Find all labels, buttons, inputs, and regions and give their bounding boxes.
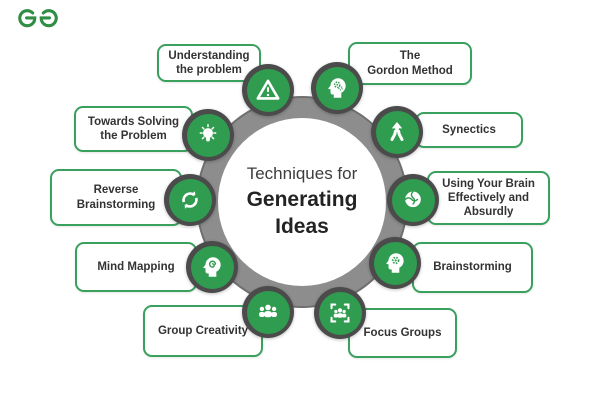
brain-icon: [404, 191, 421, 208]
badge-mind-mapping: [186, 241, 238, 293]
badge-understanding-the-problem: [242, 64, 294, 116]
branching-arrow-icon: [390, 122, 404, 141]
badge-gordon-method: [311, 62, 363, 114]
technique-box-using-your-brain: Using Your Brain Effectively and Absurdl…: [427, 171, 550, 225]
technique-box-towards-solving-the-problem: Towards Solving the Problem: [74, 106, 193, 152]
badge-towards-solving: [182, 109, 234, 161]
technique-label: Towards Solving the Problem: [87, 115, 180, 142]
technique-box-brainstorming: Brainstorming: [412, 242, 533, 293]
technique-box-understanding-the-problem: Understanding the problem: [157, 44, 261, 82]
head-gears-icon: [328, 78, 346, 98]
technique-box-mind-mapping: Mind Mapping: [75, 242, 197, 292]
hub-title: Generating Ideas: [246, 187, 358, 238]
warning-triangle-icon: [256, 79, 280, 100]
geeksforgeeks-logo: [16, 4, 60, 30]
badge-synectics: [371, 106, 423, 158]
technique-box-group-creativity: Group Creativity: [143, 305, 263, 357]
badge-brainstorming: [369, 237, 421, 289]
technique-label: Group Creativity: [157, 324, 249, 337]
badge-focus-groups: [314, 287, 366, 339]
technique-box-synectics: Synectics: [415, 112, 523, 148]
technique-label: Using Your Brain Effectively and Absurdl…: [442, 177, 535, 218]
focus-frame-people-icon: [330, 303, 350, 323]
head-spiral-icon: [203, 257, 221, 277]
technique-box-gordon-method: The Gordon Method: [348, 42, 472, 85]
hub-subtitle: Techniques for: [246, 163, 358, 183]
technique-label: Reverse Brainstorming: [76, 184, 156, 211]
badge-reverse-brainstorming: [164, 174, 216, 226]
geeksforgeeks-logo-icon: [18, 9, 58, 28]
hub-center-circle: Techniques for Generating Ideas: [218, 118, 386, 286]
technique-box-reverse-brainstorming: Reverse Brainstorming: [50, 169, 182, 226]
technique-label: The Gordon Method: [367, 50, 453, 77]
technique-label: Understanding the problem: [168, 49, 250, 76]
head-gear-icon: [386, 253, 404, 273]
technique-label: Brainstorming: [433, 261, 512, 274]
technique-label: Synectics: [442, 123, 496, 136]
lightbulb-icon: [199, 123, 217, 142]
technique-label: Focus Groups: [363, 326, 442, 339]
people-group-icon: [259, 304, 277, 318]
cycle-arrows-icon: [182, 191, 198, 209]
badge-group-creativity: [242, 286, 294, 338]
badge-using-your-brain: [387, 174, 439, 226]
technique-label: Mind Mapping: [97, 260, 175, 273]
